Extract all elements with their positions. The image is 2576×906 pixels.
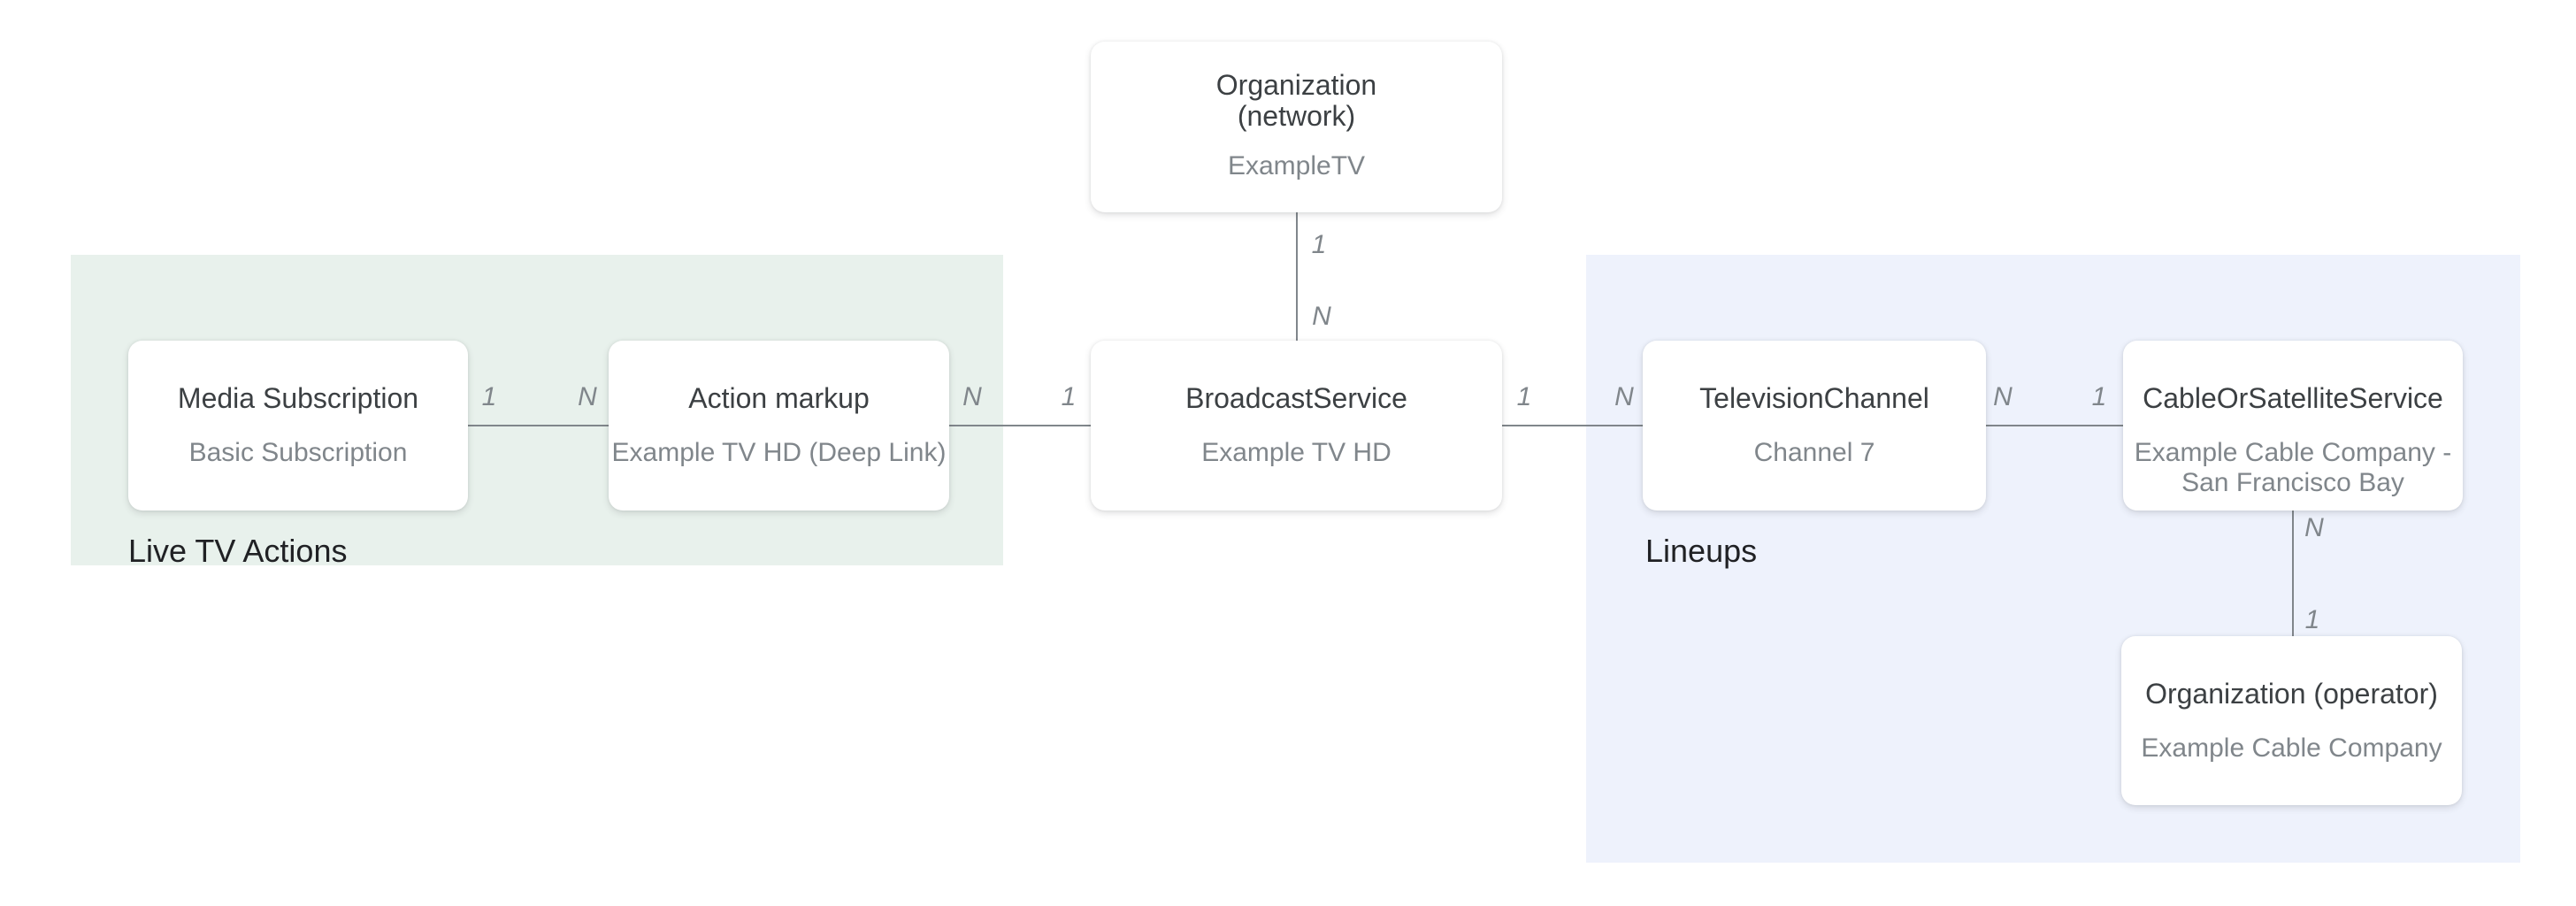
edge-label-cable-to-operator-n: N	[2304, 513, 2324, 542]
node-cable-or-satellite-service-title: CableOrSatelliteService	[2143, 382, 2443, 414]
node-organization-network-title-line1: Organization	[1215, 69, 1377, 101]
node-cable-or-satellite-service-subtitle: Example Cable Company - San Francisco Ba…	[2123, 438, 2463, 498]
node-organization-network-subtitle: ExampleTV	[1227, 151, 1366, 180]
connector-action-to-broadcast	[949, 425, 1091, 426]
live-tv-actions-panel-title: Live TV Actions	[128, 533, 348, 569]
connector-network-to-broadcast	[1296, 212, 1298, 341]
lineups-panel-title: Lineups	[1645, 533, 1758, 569]
node-organization-network: Organization (network) ExampleTV	[1091, 42, 1502, 212]
node-cable-or-satellite-service-subtitle-line2: San Francisco Bay	[2181, 468, 2404, 497]
node-broadcast-service: BroadcastService Example TV HD	[1091, 341, 1502, 511]
connector-media-to-action	[468, 425, 609, 426]
node-broadcast-service-title: BroadcastService	[1185, 382, 1407, 414]
edge-label-channel-to-cable-n: N	[1993, 382, 2012, 411]
node-organization-operator-subtitle: Example Cable Company	[2141, 733, 2442, 763]
node-action-markup-subtitle: Example TV HD (Deep Link)	[611, 438, 947, 467]
node-action-markup-title: Action markup	[688, 382, 870, 414]
node-organization-network-title-line2: (network)	[1237, 100, 1356, 132]
node-organization-network-title: Organization (network)	[1091, 70, 1502, 132]
node-broadcast-service-subtitle: Example TV HD	[1201, 438, 1392, 467]
node-television-channel: TelevisionChannel Channel 7	[1643, 341, 1986, 511]
connector-channel-to-cable	[1986, 425, 2123, 426]
edge-label-network-to-broadcast-n: N	[1312, 302, 1331, 331]
edge-label-cable-to-operator-1: 1	[2304, 605, 2320, 634]
edge-label-action-to-broadcast-1: 1	[1061, 382, 1077, 411]
node-television-channel-subtitle: Channel 7	[1753, 438, 1875, 467]
edge-label-channel-to-cable-1: 1	[2091, 382, 2107, 411]
node-media-subscription: Media Subscription Basic Subscription	[128, 341, 468, 511]
node-cable-or-satellite-service-subtitle-line1: Example Cable Company -	[2134, 438, 2452, 467]
edge-label-broadcast-to-channel-1: 1	[1516, 382, 1532, 411]
connector-cable-to-operator	[2292, 511, 2294, 636]
node-cable-or-satellite-service: CableOrSatelliteService Example Cable Co…	[2123, 341, 2463, 511]
edge-label-media-to-action-1: 1	[481, 382, 497, 411]
edge-label-action-to-broadcast-n: N	[962, 382, 982, 411]
node-television-channel-title: TelevisionChannel	[1699, 382, 1929, 414]
node-media-subscription-subtitle: Basic Subscription	[188, 438, 408, 467]
connector-broadcast-to-channel	[1502, 425, 1643, 426]
node-organization-operator-title: Organization (operator)	[2145, 678, 2438, 710]
node-organization-operator: Organization (operator) Example Cable Co…	[2121, 636, 2462, 805]
edge-label-network-to-broadcast-1: 1	[1311, 230, 1327, 259]
node-action-markup: Action markup Example TV HD (Deep Link)	[609, 341, 949, 511]
edge-label-broadcast-to-channel-n: N	[1614, 382, 1634, 411]
node-media-subscription-title: Media Subscription	[177, 382, 419, 414]
edge-label-media-to-action-n: N	[578, 382, 597, 411]
